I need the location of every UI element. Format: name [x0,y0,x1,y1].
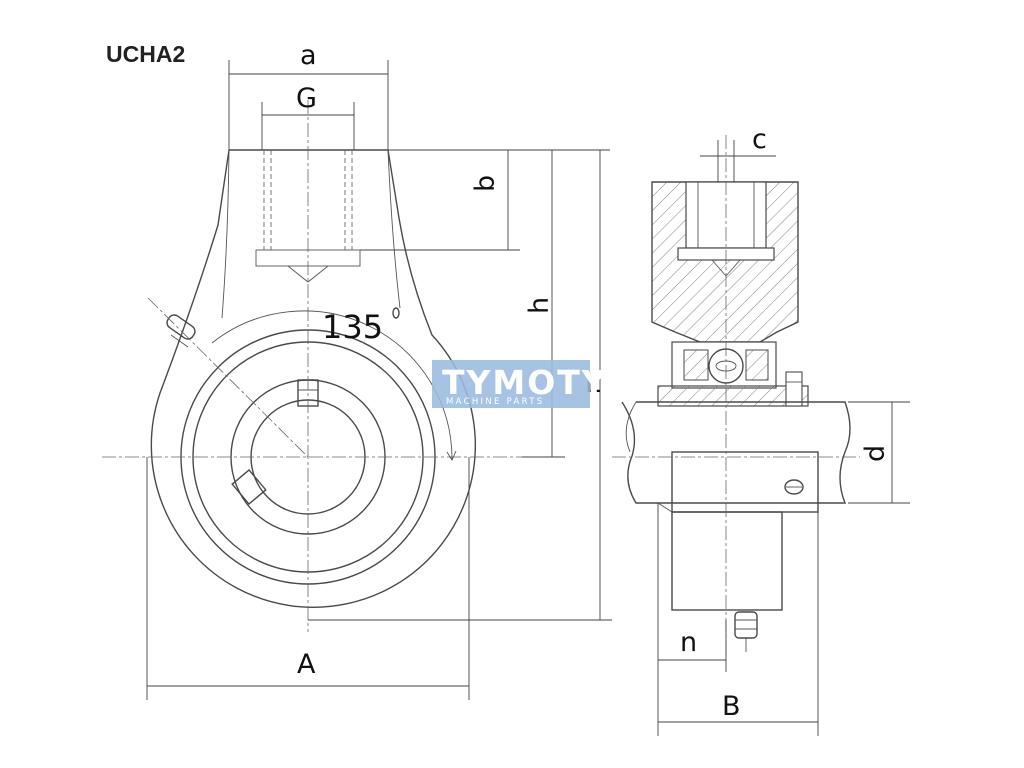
side-set-screw [785,371,803,407]
side-lube-hole [784,479,804,495]
dim-n: n [680,627,697,658]
dim-G: G [296,83,317,114]
watermark-tagline: MACHINE PARTS [446,397,544,407]
dim-c: c [752,124,767,155]
grease-fitting-side [734,611,758,652]
lower-collar [671,511,783,611]
dim-d: d [860,445,891,462]
neck-curve-left [221,149,230,319]
drawing-title: UCHA2 [106,41,185,67]
watermark-logo: TYMOTY MACHINE PARTS [432,360,608,408]
dim-B: B [722,691,741,722]
watermark-brand: TYMOTY [442,363,608,402]
diagonal-centerline [147,297,309,458]
side-view [612,135,860,660]
grease-fitting-front [166,314,196,348]
lube-hole [392,307,400,319]
housing-outline [150,149,476,608]
angle-arc [211,310,453,461]
dim-a: a [300,40,317,71]
watermark-background [432,360,590,408]
neck-curve-right [387,149,401,309]
front-view: 135 [102,100,522,632]
side-dimensions: c d n B [657,124,910,736]
dim-A: A [297,649,316,680]
dim-h: h [524,297,555,314]
inner-ring-section [657,385,809,407]
shaft [621,401,851,504]
set-screw-left [231,468,267,506]
angle-label: 135 [322,308,383,346]
dim-b: b [470,175,501,192]
